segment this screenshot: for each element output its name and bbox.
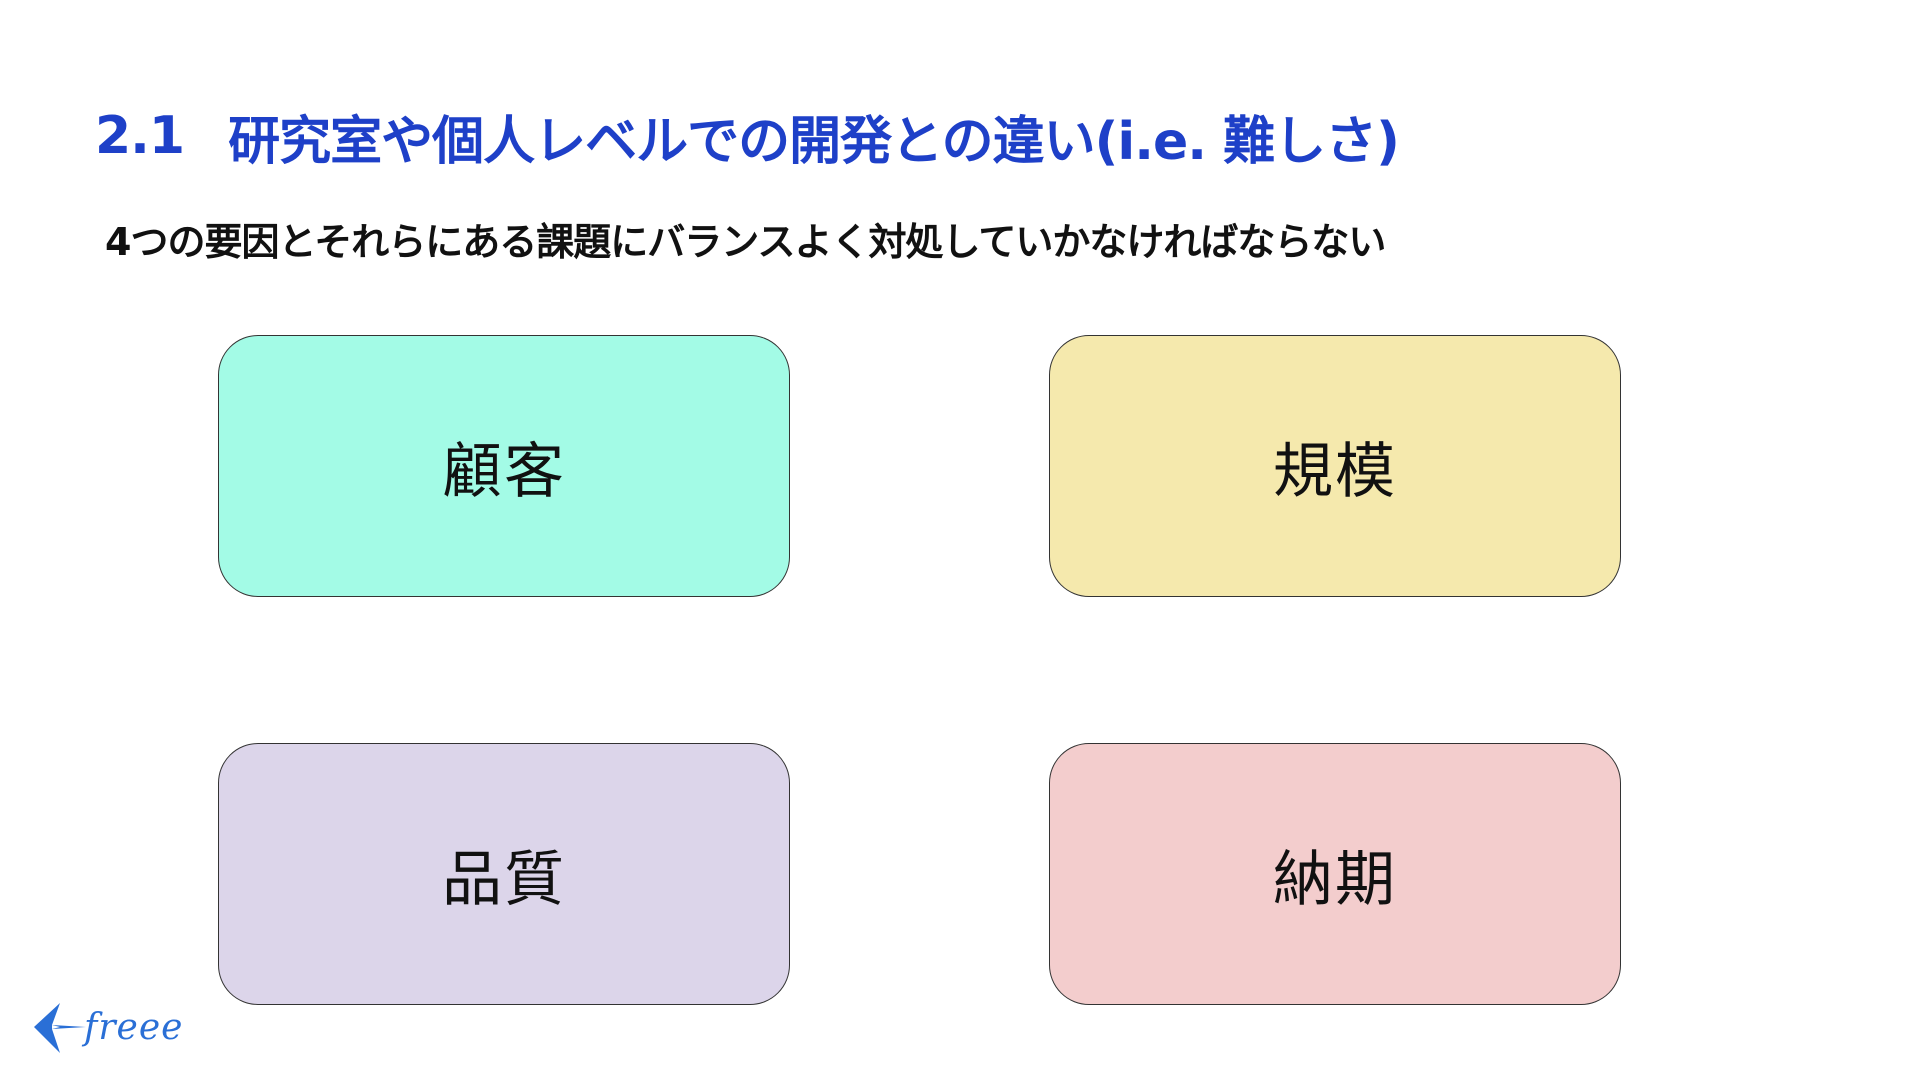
factor-label: 顧客 [442, 436, 566, 507]
factor-label: 品質 [442, 844, 566, 915]
factor-box-customer: 顧客 [218, 335, 790, 597]
factor-label: 納期 [1273, 844, 1397, 915]
factor-box-quality: 品質 [218, 743, 790, 1005]
title-text: 研究室や個人レベルでの開発との違い(i.e. 難しさ) [228, 111, 1400, 172]
freee-logo: freee [30, 995, 183, 1059]
logo-text: freee [84, 1006, 184, 1048]
factor-box-scale: 規模 [1049, 335, 1621, 597]
title-number: 2.1 [95, 106, 185, 166]
factor-box-deadline: 納期 [1049, 743, 1621, 1005]
slide-title: 2.1 研究室や個人レベルでの開発との違い(i.e. 難しさ) [95, 96, 1400, 176]
factor-label: 規模 [1273, 436, 1397, 507]
paper-plane-bird-icon [34, 1003, 86, 1053]
slide-subtitle: 4つの要因とそれらにある課題にバランスよく対処していかなければならない [105, 219, 1386, 264]
